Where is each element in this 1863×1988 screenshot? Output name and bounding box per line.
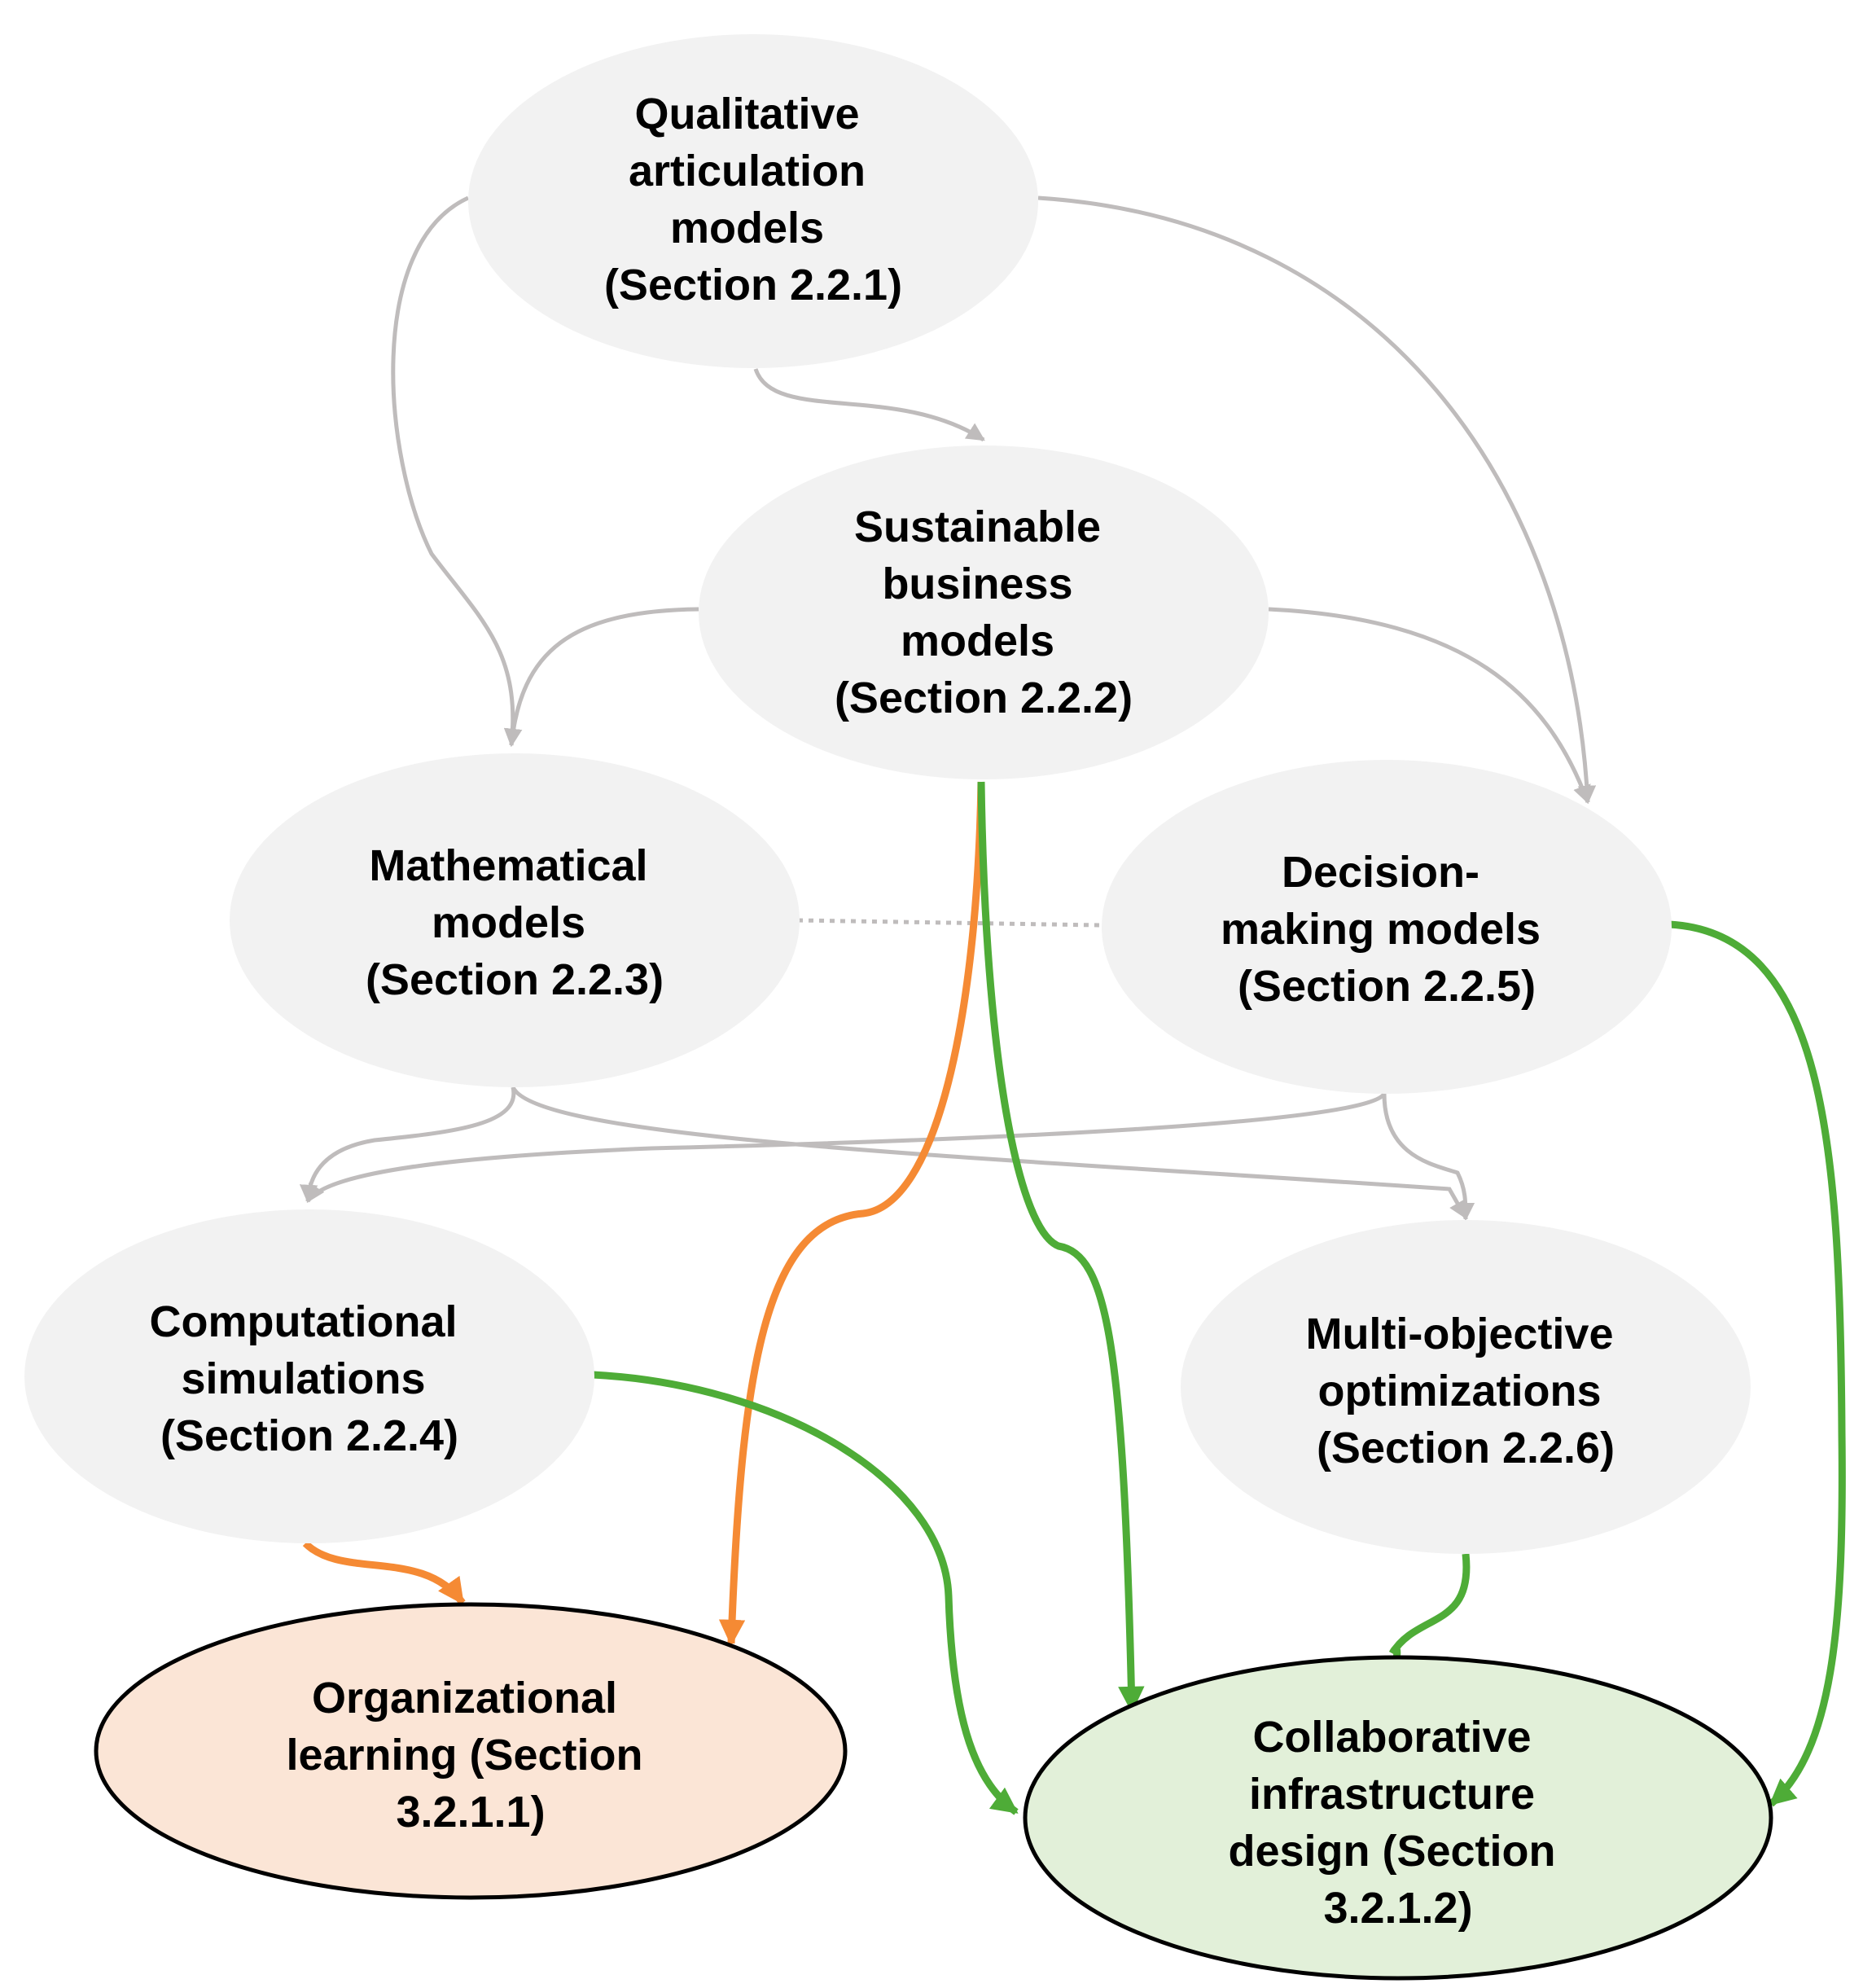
edge-mathematical-decision-dotted [797, 918, 1100, 928]
edge-multiobjective-to-collab [1388, 1553, 1471, 1692]
node-multiobjective: Multi-objective optimizations (Section 2… [1181, 1220, 1751, 1554]
edge-sustainable-to-decision [1268, 607, 1591, 805]
node-orglearning-label: Organizational learning (Section 3.2.1.1… [286, 1674, 655, 1837]
node-orglearning-shape [94, 1602, 848, 1900]
node-computational-label: Computational simulations (Section 2.2.4… [150, 1297, 470, 1460]
node-sustainable: Sustainable business models (Section 2.2… [699, 445, 1269, 779]
node-decision-label: Decision- making models (Section 2.2.5) [1221, 848, 1553, 1011]
edge-mathematical-to-computational [299, 1086, 516, 1204]
node-collab: Collaborative infrastructure design (Sec… [1023, 1655, 1773, 1981]
edge-sustainable-to-orglearning [718, 781, 985, 1647]
edge-qualitative-to-mathematical [391, 195, 523, 748]
node-qualitative: Qualitative articulation models (Section… [468, 34, 1038, 368]
edge-sustainable-to-mathematical [503, 607, 699, 748]
edge-decision-to-computational [305, 1092, 1387, 1203]
node-decision: Decision- making models (Section 2.2.5) [1102, 760, 1672, 1094]
edge-qualitative-to-sustainable [753, 368, 985, 442]
node-mathematical: Mathematical models (Section 2.2.3) [230, 753, 800, 1087]
edges-layer [299, 195, 1846, 1815]
node-mathematical-label: Mathematical models (Section 2.2.3) [366, 841, 664, 1004]
node-sustainable-label: Sustainable business models (Section 2.2… [835, 502, 1133, 722]
edge-qualitative-to-decision [1037, 195, 1597, 805]
node-multiobjective-label: Multi-objective optimizations (Section 2… [1305, 1310, 1625, 1472]
node-qualitative-shape [468, 34, 1038, 368]
node-collab-label: Collaborative infrastructure design (Sec… [1228, 1713, 1567, 1933]
node-qualitative-label: Qualitative articulation models (Section… [604, 90, 902, 309]
edge-decision-to-collab [1668, 920, 1846, 1807]
node-decision-shape [1102, 760, 1672, 1094]
node-orglearning: Organizational learning (Section 3.2.1.1… [94, 1602, 848, 1900]
edge-decision-to-multiobjective [1382, 1093, 1475, 1222]
node-collab-shape [1023, 1655, 1773, 1981]
node-sustainable-shape [699, 445, 1269, 779]
node-computational-shape [24, 1209, 594, 1543]
edge-mathematical-to-multiobjective [511, 1086, 1468, 1219]
edge-computational-to-orglearning [302, 1540, 466, 1605]
node-mathematical-shape [230, 753, 800, 1087]
node-multiobjective-shape [1181, 1220, 1751, 1554]
edge-sustainable-to-collab [977, 781, 1145, 1714]
node-computational: Computational simulations (Section 2.2.4… [24, 1209, 594, 1543]
edge-computational-to-collab [592, 1371, 1019, 1815]
